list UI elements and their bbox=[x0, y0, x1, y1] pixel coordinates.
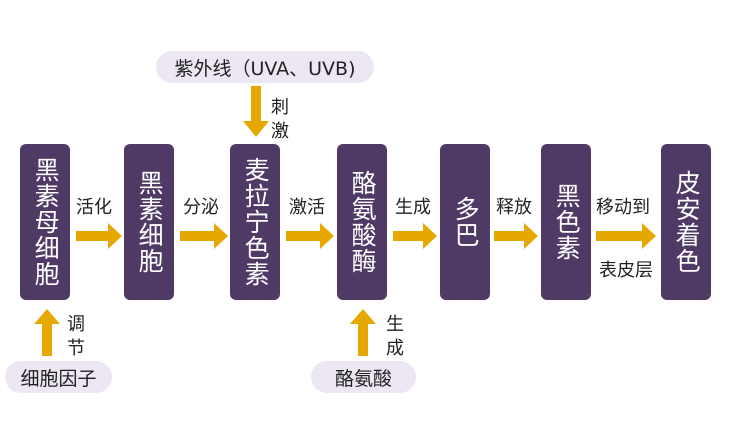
stimulate-label: 刺激 bbox=[271, 97, 289, 142]
arrow-up-factor bbox=[34, 309, 60, 356]
node-melanocyte: 黑素细胞 bbox=[124, 144, 174, 300]
arrow-secrete bbox=[180, 223, 228, 249]
regulate-label: 调节 bbox=[67, 314, 85, 359]
edge-label-move-to: 移动到 bbox=[596, 197, 650, 218]
arrow-move-to bbox=[596, 223, 656, 249]
node-melanin: 黑色素 bbox=[541, 144, 591, 300]
edge-label-release: 释放 bbox=[496, 197, 532, 218]
tyrosine-input-pill: 酪氨酸 bbox=[311, 361, 416, 393]
uv-input-pill: 紫外线（UVA、UVB) bbox=[156, 51, 374, 83]
produce-label: 生成 bbox=[386, 314, 404, 359]
arrow-produce bbox=[393, 223, 437, 249]
arrow-stimulate bbox=[286, 223, 334, 249]
edge-label-produce: 生成 bbox=[395, 197, 431, 218]
edge-label-stimulate: 激活 bbox=[289, 197, 325, 218]
arrow-down-uv bbox=[243, 86, 269, 137]
arrow-up-tyrosine bbox=[350, 309, 376, 356]
node-melanoblast: 黑素母细胞 bbox=[20, 144, 70, 300]
cytokine-input-pill: 细胞因子 bbox=[5, 361, 112, 393]
node-dopa: 多巴 bbox=[440, 144, 490, 300]
node-melanin-pigment: 麦拉宁色素 bbox=[230, 144, 280, 300]
arrow-activate bbox=[76, 223, 122, 249]
edge-label-activate: 活化 bbox=[76, 197, 112, 218]
node-tyrosinase: 酪氨酸酶 bbox=[337, 144, 387, 300]
node-skin-pigmentation: 皮安着色 bbox=[661, 144, 711, 300]
edge-label-secrete: 分泌 bbox=[183, 197, 219, 218]
arrow-release bbox=[494, 223, 538, 249]
edge-note-epidermis: 表皮层 bbox=[599, 260, 653, 281]
